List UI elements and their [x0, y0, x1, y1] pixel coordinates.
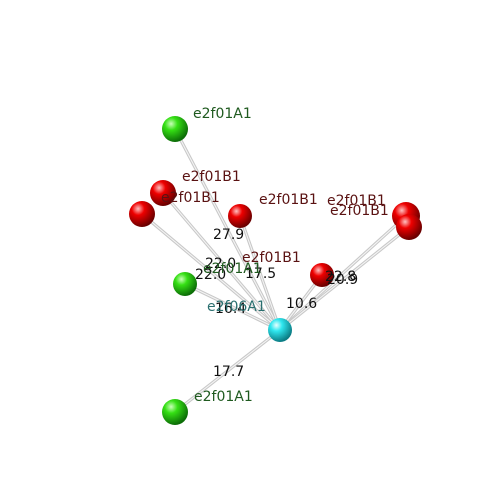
- edge-highlight: [174, 128, 281, 331]
- edge-n4: [238, 214, 282, 332]
- edge-n6: [278, 225, 411, 332]
- labels-layer: 27.9 22.022.0 17.5 22.820.9 10.6 16.4 17.7 e2f0…: [161, 106, 389, 405]
- edge-highlight: [279, 226, 410, 331]
- distance-label-n4: 17.5: [245, 266, 276, 282]
- node-label-n9: e2f01A1: [194, 389, 253, 405]
- distance-label-n9: 17.7: [213, 364, 244, 380]
- edge-n9: [173, 328, 282, 414]
- edge-highlight: [162, 192, 281, 331]
- node-n9: [162, 399, 188, 425]
- node-n7: [310, 263, 334, 287]
- node-label-n6: e2f01B1: [330, 203, 389, 219]
- edge-highlight: [141, 213, 281, 331]
- node-label-n2: e2f01B1: [182, 169, 241, 185]
- edge-highlight: [184, 283, 281, 331]
- node-n4: [228, 204, 252, 228]
- distance-label-n1: 27.9: [213, 227, 244, 243]
- node-n2: [150, 180, 176, 206]
- nodes-layer: [129, 116, 422, 425]
- edge-n8: [183, 282, 282, 332]
- distance-label-n5: 22.8: [325, 269, 356, 285]
- distance-label-n8: 16.4: [215, 301, 246, 317]
- node-n6: [396, 214, 422, 240]
- node-label-n8: e2f01A1: [203, 261, 262, 277]
- node-n8: [173, 272, 197, 296]
- distance-label-n3: 22.0: [195, 267, 226, 283]
- edge-highlight: [239, 215, 281, 331]
- distance-label-n7: 10.6: [286, 296, 317, 312]
- node-label-center: e2f06A1: [207, 299, 266, 315]
- node-label-n1: e2f01A1: [193, 106, 252, 122]
- edge-n2: [161, 191, 282, 332]
- node-label-n5: e2f01B1: [327, 193, 386, 209]
- node-n3: [129, 201, 155, 227]
- edge-highlight: [174, 329, 281, 413]
- edge-n1: [173, 127, 282, 332]
- node-n1: [162, 116, 188, 142]
- edge-n5: [278, 214, 408, 332]
- distance-label-n2: 22.0: [205, 256, 236, 272]
- edge-n3: [140, 212, 282, 332]
- node-label-n3: e2f01B1: [161, 190, 220, 206]
- center-node: [268, 318, 292, 342]
- distance-label-n6: 20.9: [327, 272, 358, 288]
- node-label-n7: e2f01B1: [242, 250, 301, 266]
- node-label-n4: e2f01B1: [259, 192, 318, 208]
- edge-highlight: [279, 215, 407, 331]
